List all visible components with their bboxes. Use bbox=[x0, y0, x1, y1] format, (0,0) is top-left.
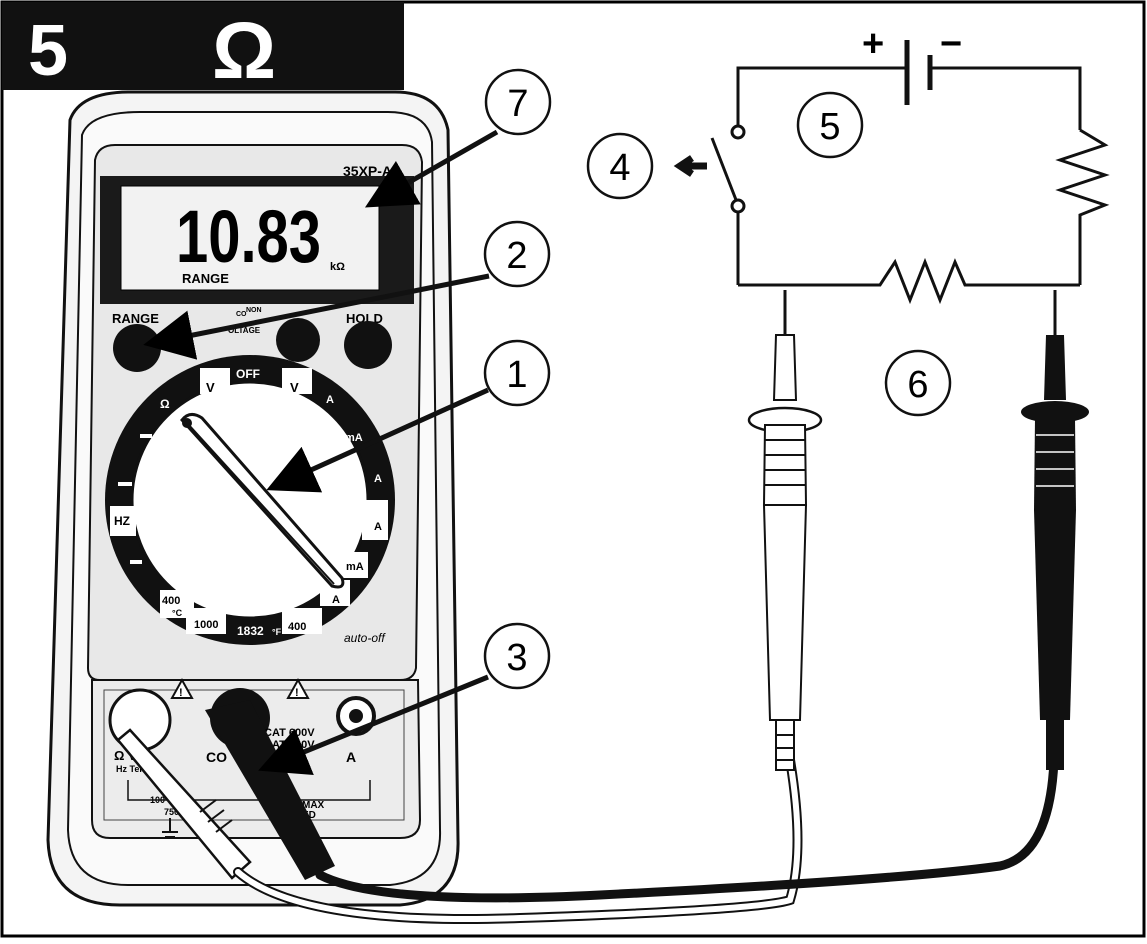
ncv-label-line3: OLTAGE bbox=[228, 326, 261, 335]
dial-tick-marks bbox=[118, 434, 152, 564]
dial-f400: 400 bbox=[288, 621, 306, 633]
callout-6: 6 bbox=[884, 349, 952, 417]
ohm-symbol-header: Ω bbox=[212, 6, 276, 95]
dial-v-dc: V bbox=[290, 380, 299, 395]
warning-icon-right bbox=[286, 677, 310, 699]
dial-a-dc: A bbox=[374, 473, 382, 485]
step-number: 5 bbox=[28, 11, 68, 91]
cat-rating-600: CAT 600V bbox=[264, 727, 315, 739]
auto-off-label: auto-off bbox=[344, 631, 386, 645]
dial-hz: HZ bbox=[114, 514, 130, 528]
callout-5: 5 bbox=[796, 91, 864, 159]
dial-selector-knob[interactable] bbox=[180, 413, 345, 589]
plug-grip-rings bbox=[199, 799, 233, 833]
lcd-range-indicator: RANGE bbox=[182, 271, 229, 286]
step-header: 5 Ω bbox=[2, 2, 404, 95]
ncv-label-line2: CO bbox=[236, 311, 247, 318]
dial-degc: °C bbox=[172, 608, 183, 618]
callout-3: 3 bbox=[483, 622, 551, 690]
lcd-unit: kΩ bbox=[330, 261, 345, 273]
circuit bbox=[710, 40, 1110, 305]
range-button[interactable] bbox=[113, 324, 161, 372]
lcd-reading: 10.83 bbox=[176, 195, 321, 278]
dial-ohm: Ω bbox=[160, 397, 170, 411]
svg-text:!: ! bbox=[295, 687, 299, 699]
dial-degf: °F bbox=[272, 627, 282, 637]
switch-contact-bottom bbox=[730, 198, 746, 214]
dial-v-ac: V bbox=[206, 380, 215, 395]
jack-label-max: MAX bbox=[302, 800, 325, 811]
svg-text:1: 1 bbox=[506, 354, 527, 396]
multimeter: 10.83 RANGE kΩ 35XP-A RANGE CO NON OLTAG… bbox=[46, 90, 460, 907]
switch-contact-top bbox=[730, 124, 746, 140]
jack-label-hz-temp: Hz Tem bbox=[116, 764, 147, 774]
dial-ma-dc: mA bbox=[345, 432, 363, 444]
callout-arrows bbox=[143, 129, 499, 775]
dial-off: OFF bbox=[236, 367, 260, 381]
ncv-label-line1: NON bbox=[246, 307, 262, 314]
battery-minus: − bbox=[940, 23, 962, 65]
svg-text:4: 4 bbox=[609, 147, 630, 189]
battery-plus: + bbox=[862, 23, 884, 65]
callout-1: 1 bbox=[483, 339, 551, 407]
jack-label-750v: 750V bbox=[164, 807, 185, 817]
svg-text:5: 5 bbox=[819, 106, 840, 148]
jack-label-com: CO bbox=[206, 749, 227, 765]
model-label: 35XP-A bbox=[343, 163, 392, 179]
callout-7: 7 bbox=[484, 68, 552, 136]
range-button-label: RANGE bbox=[112, 311, 159, 326]
dial-c400: 400 bbox=[162, 595, 180, 607]
warning-icon-left bbox=[170, 677, 194, 699]
svg-text:2: 2 bbox=[506, 235, 527, 277]
dial-ma-ac: mA bbox=[346, 561, 364, 573]
callout-2: 2 bbox=[483, 220, 551, 288]
dial-f1832: 1832 bbox=[237, 624, 264, 638]
svg-text:6: 6 bbox=[907, 364, 928, 406]
hold-button[interactable] bbox=[344, 321, 392, 369]
switch-open-arrow-icon bbox=[673, 155, 707, 177]
dial-ua: A bbox=[332, 594, 340, 606]
svg-text:7: 7 bbox=[507, 83, 528, 125]
lcd-display bbox=[120, 185, 380, 291]
callout-4: 4 bbox=[586, 132, 654, 200]
dial-a-ac: A bbox=[374, 521, 382, 533]
ground-icon bbox=[162, 818, 178, 838]
callouts: 7 2 1 3 4 5 6 bbox=[483, 68, 952, 690]
black-lead-plug bbox=[205, 700, 335, 880]
svg-text:3: 3 bbox=[506, 637, 527, 679]
black-probe bbox=[1021, 290, 1089, 770]
red-lead-plug bbox=[116, 728, 252, 880]
ncv-button[interactable] bbox=[276, 318, 320, 362]
test-lead-wires bbox=[233, 755, 1059, 925]
jack-label-a: A bbox=[346, 749, 356, 765]
dial-a-dc-top: A bbox=[326, 394, 334, 406]
dial-c1000: 1000 bbox=[194, 619, 218, 631]
svg-text:!: ! bbox=[179, 687, 183, 699]
red-probe bbox=[747, 290, 823, 771]
dial-segments bbox=[110, 368, 388, 634]
